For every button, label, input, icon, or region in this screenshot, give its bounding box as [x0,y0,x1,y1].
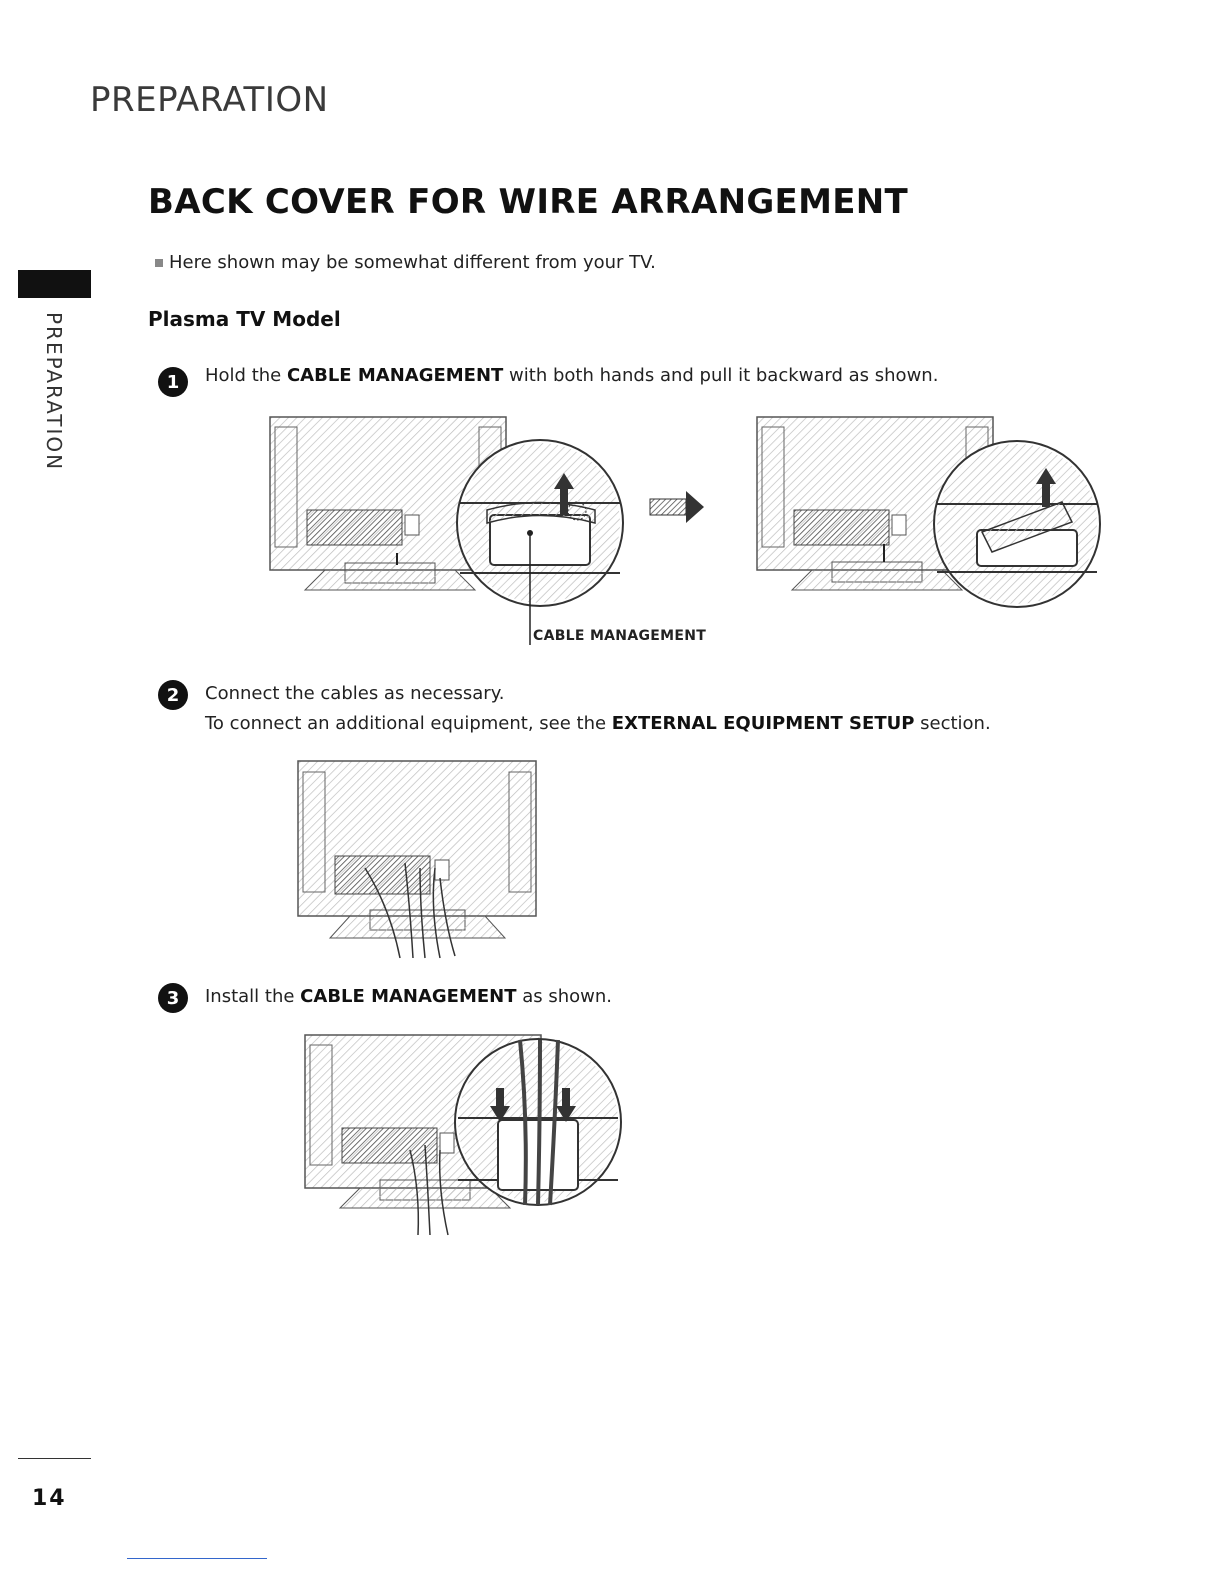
step-3-number-icon: 3 [158,983,188,1013]
step-2-text-line1: Connect the cables as necessary. [205,683,505,704]
step-1-pre: Hold the [205,365,287,386]
square-bullet-icon [155,259,163,267]
side-tab-marker [18,270,91,298]
right-arrow-icon [649,491,704,523]
step-3-post: as shown. [516,986,613,1007]
tv-back-illustration-after [756,416,1101,608]
page-number: 14 [32,1486,67,1511]
step-2-number-icon: 2 [158,680,188,710]
side-tab-label: PREPARATION [42,312,66,472]
note-text: Here shown may be somewhat different fro… [169,252,656,273]
tv-back-install-illustration [304,1034,622,1236]
step-1-text: Hold the CABLE MANAGEMENT with both hand… [205,361,938,391]
step-2-bold: EXTERNAL EQUIPMENT SETUP [611,713,915,734]
step-2-pre: To connect an additional equipment, see … [205,713,612,734]
page-header-title: PREPARATION [90,80,329,120]
tv-back-illustration-before [269,416,624,645]
step-3-bold: CABLE MANAGEMENT [300,986,517,1007]
model-heading: Plasma TV Model [148,307,341,331]
tv-back-cables-illustration [297,760,537,959]
step-3-pre: Install the [205,986,301,1007]
bottom-line [127,1558,267,1559]
step-1-post: with both hands and pull it backward as … [503,365,939,386]
footer-rule [18,1458,91,1459]
step-2-text-line2: To connect an additional equipment, see … [205,709,991,739]
note: Here shown may be somewhat different fro… [155,252,656,273]
cable-management-callout: CABLE MANAGEMENT [533,628,707,644]
step-2-post: section. [914,713,991,734]
step-3-text: Install the CABLE MANAGEMENT as shown. [205,982,612,1012]
step-1-number-icon: 1 [158,367,188,397]
section-title: BACK COVER FOR WIRE ARRANGEMENT [148,182,908,222]
step-1-bold: CABLE MANAGEMENT [286,365,504,386]
